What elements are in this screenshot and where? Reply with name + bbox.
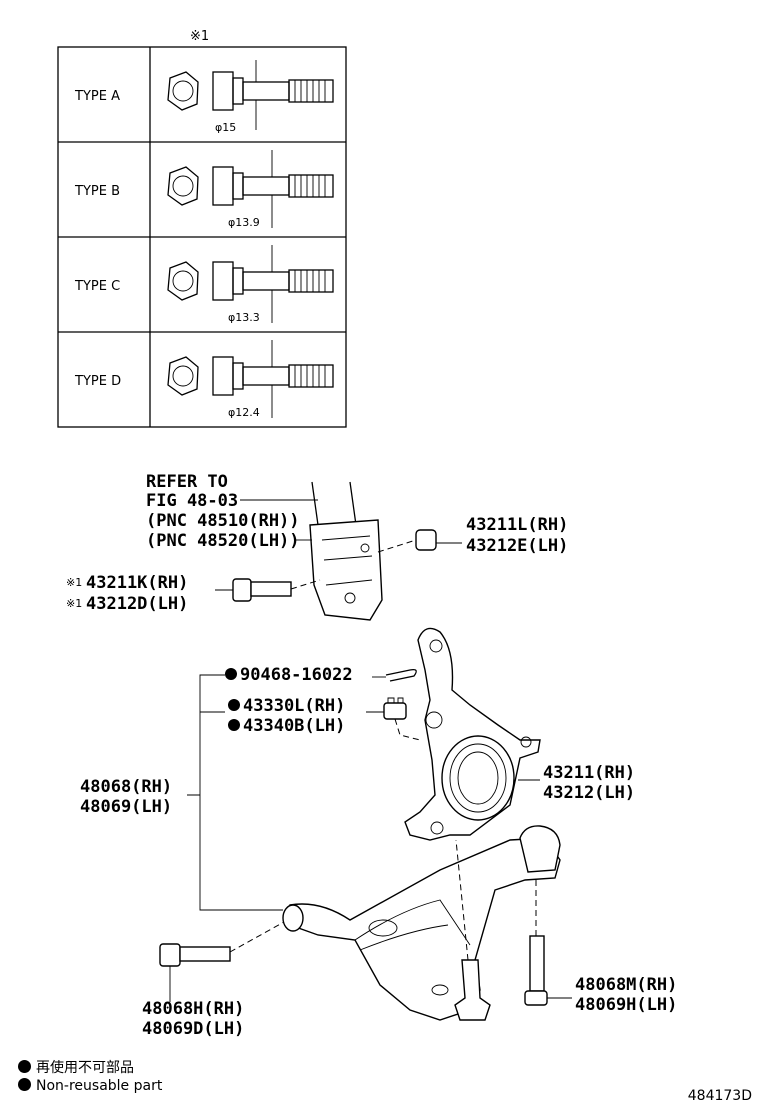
figure-id: 484173D (687, 1088, 752, 1104)
refer-line-4: (PNC 48520(LH)) (146, 531, 300, 551)
castle-nut-dot-1 (228, 699, 240, 711)
refer-line-2: FIG 48-03 (146, 491, 238, 511)
lower-control-arm (282, 825, 561, 1021)
cotter-pin-dot (225, 668, 237, 680)
legend-dot-icon (18, 1078, 31, 1091)
bolt-right-lh: 48069H(LH) (575, 995, 677, 1015)
castle-nut (366, 697, 421, 741)
legend-jp: 再使用不可部品 (18, 1057, 134, 1077)
strut-bolt-mark-1: ※1 (66, 576, 82, 589)
arm-assy-lh: 48069(LH) (80, 797, 172, 817)
strut-bolt-rh: 43211K(RH) (86, 573, 188, 593)
castle-nut-lh: 43340B(LH) (243, 716, 345, 736)
refer-line-3: (PNC 48510(RH)) (146, 511, 300, 531)
table-header-mark: ※1 (190, 29, 209, 44)
refer-line-1: REFER TO (146, 472, 228, 492)
type-a-label: TYPE A (74, 89, 120, 104)
strut-bolt (215, 578, 321, 602)
castle-nut-dot-2 (228, 719, 240, 731)
knuckle-lh: 43212(LH) (543, 783, 635, 803)
bolt-left-lh: 48069D(LH) (142, 1019, 244, 1039)
legend-dot-icon (18, 1060, 31, 1073)
bolt-type-b-drawing (167, 150, 334, 228)
bolt-type-d-drawing (167, 340, 334, 418)
type-d-diameter: φ12.4 (228, 406, 260, 419)
legend-en: Non-reusable part (18, 1078, 162, 1094)
type-c-label: TYPE C (74, 279, 120, 294)
cotter-pin-label: 90468-16022 (240, 665, 353, 685)
arm-bolt-left (159, 921, 285, 1002)
arm-assy-rh: 48068(RH) (80, 777, 172, 797)
nut-top-lh: 43212E(LH) (466, 536, 568, 556)
strut-nut (377, 529, 462, 553)
strut-bolt-lh: 43212D(LH) (86, 594, 188, 614)
castle-nut-rh: 43330L(RH) (243, 696, 345, 716)
legend-jp-text: 再使用不可部品 (36, 1060, 134, 1076)
type-b-label: TYPE B (74, 184, 120, 199)
type-a-diameter: φ15 (215, 121, 236, 134)
bolt-type-table: ※1 TYPE A TYPE B TYPE C TYPE D φ15 (57, 29, 347, 428)
bolt-left-rh: 48068H(RH) (142, 999, 244, 1019)
type-d-label: TYPE D (74, 374, 121, 389)
steering-knuckle (404, 627, 541, 841)
knuckle-rh: 43211(RH) (543, 763, 635, 783)
legend-en-text: Non-reusable part (36, 1078, 163, 1094)
arm-bolt-right (524, 878, 572, 1006)
bolt-type-c-drawing (167, 245, 334, 323)
nut-top-rh: 43211L(RH) (466, 515, 568, 535)
strut-drawing (309, 481, 383, 621)
type-c-diameter: φ13.3 (228, 311, 260, 324)
cotter-pin (372, 668, 417, 682)
bolt-type-a-drawing (167, 60, 334, 130)
type-b-diameter: φ13.9 (228, 216, 260, 229)
bolt-right-rh: 48068M(RH) (575, 975, 677, 995)
strut-bolt-mark-2: ※1 (66, 597, 82, 610)
